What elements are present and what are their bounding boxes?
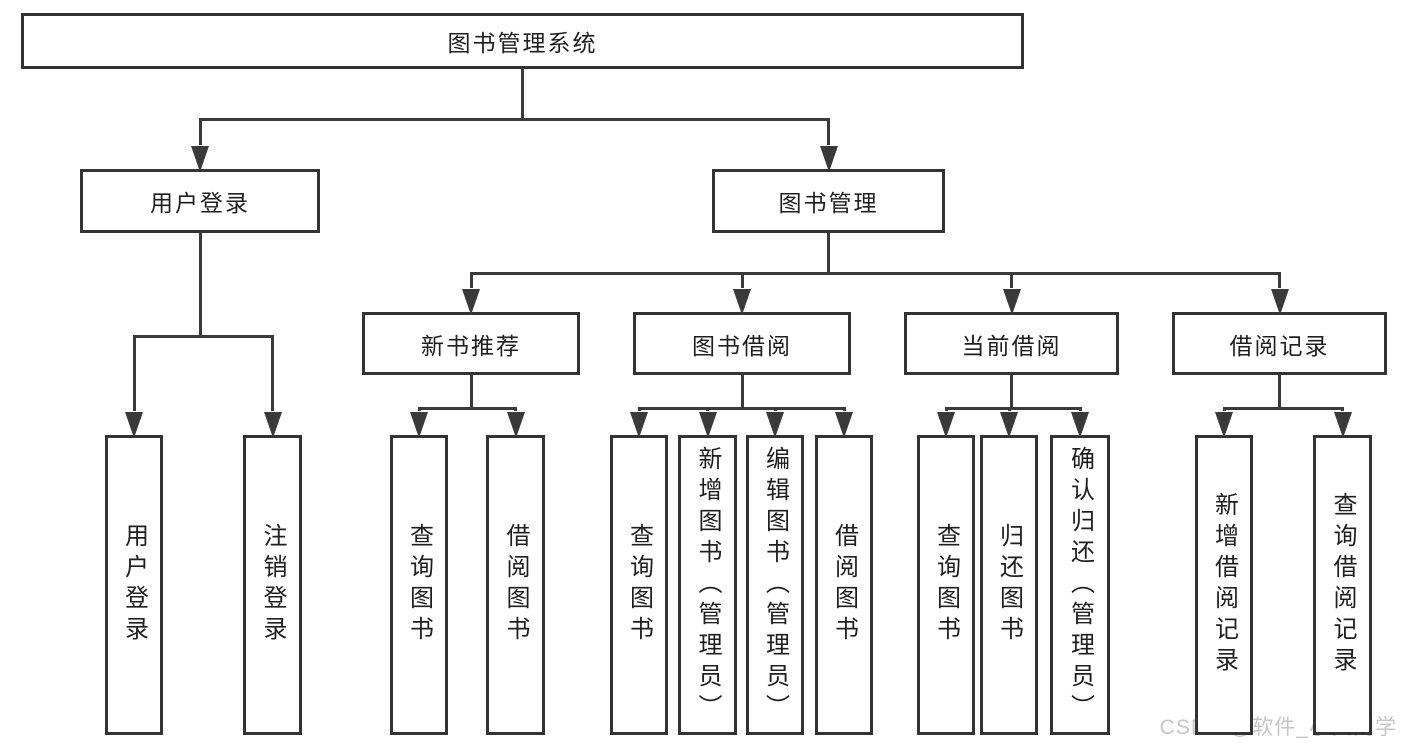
node-label-book-borrow: 图书借阅 bbox=[692, 332, 792, 359]
node-book-mgmt: 图书管理 bbox=[712, 169, 945, 233]
connector-line bbox=[1010, 272, 1013, 288]
connector-line bbox=[271, 335, 274, 411]
arrow-down-icon bbox=[125, 412, 143, 438]
node-label-leaf-logout: 注销登录 bbox=[259, 523, 286, 647]
arrow-down-icon bbox=[1333, 412, 1352, 438]
connector-line bbox=[827, 232, 830, 275]
arrow-down-icon bbox=[835, 412, 853, 438]
node-label-cb-confirm: 确认归还（管理员） bbox=[1066, 445, 1094, 725]
node-bb-add: 新增图书（管理员） bbox=[678, 435, 737, 735]
arrow-down-icon bbox=[937, 412, 955, 438]
node-label-cb-return: 归还图书 bbox=[995, 523, 1023, 647]
node-label-nb-borrow: 借阅图书 bbox=[502, 523, 529, 647]
node-new-book-rec: 新书推荐 bbox=[362, 312, 580, 375]
arrow-down-icon bbox=[1215, 412, 1233, 438]
connector-line bbox=[132, 335, 136, 411]
arrow-down-icon bbox=[630, 412, 648, 438]
connector-line bbox=[198, 118, 830, 121]
node-leaf-user-login: 用户登录 bbox=[105, 435, 163, 735]
node-bb-borrow: 借阅图书 bbox=[815, 435, 873, 735]
connector-line bbox=[773, 407, 777, 411]
arrow-down-icon bbox=[1000, 412, 1018, 438]
connector-line bbox=[417, 407, 421, 411]
node-cb-confirm: 确认归还（管理员） bbox=[1050, 435, 1110, 735]
arrow-down-icon bbox=[410, 412, 428, 438]
node-label-cb-query: 查询图书 bbox=[932, 523, 960, 647]
connector-line bbox=[637, 407, 641, 411]
connector-line bbox=[842, 407, 846, 411]
node-label-leaf-user-login: 用户登录 bbox=[120, 523, 148, 647]
connector-line bbox=[1007, 407, 1011, 411]
node-label-nb-query: 查询图书 bbox=[405, 523, 433, 647]
connector-line bbox=[1010, 374, 1013, 410]
arrow-down-icon bbox=[733, 289, 751, 315]
arrow-down-icon bbox=[1002, 289, 1021, 315]
arrow-down-icon bbox=[191, 146, 209, 172]
connector-line bbox=[132, 335, 274, 338]
node-leaf-logout: 注销登录 bbox=[243, 435, 302, 735]
connector-line bbox=[514, 407, 517, 411]
connector-line bbox=[469, 272, 473, 288]
connector-line bbox=[417, 407, 517, 410]
node-current-borrow: 当前借阅 bbox=[904, 312, 1119, 375]
node-nb-query: 查询图书 bbox=[390, 435, 448, 735]
node-bb-edit: 编辑图书（管理员） bbox=[746, 435, 804, 735]
node-user-login: 用户登录 bbox=[80, 169, 320, 233]
arrow-down-icon bbox=[766, 412, 784, 438]
arrow-down-icon bbox=[263, 412, 282, 438]
node-label-book-mgmt: 图书管理 bbox=[778, 190, 879, 216]
node-label-bb-edit: 编辑图书（管理员） bbox=[761, 445, 789, 725]
node-bb-query: 查询图书 bbox=[610, 435, 668, 735]
connector-line bbox=[706, 407, 709, 411]
arrow-down-icon bbox=[462, 289, 480, 315]
node-label-br-query: 查询借阅记录 bbox=[1329, 492, 1356, 678]
node-borrow-record: 借阅记录 bbox=[1172, 312, 1387, 375]
connector-line bbox=[1278, 374, 1281, 410]
connector-line bbox=[521, 68, 524, 121]
connector-line bbox=[1222, 407, 1226, 411]
node-nb-borrow: 借阅图书 bbox=[486, 435, 545, 735]
arrow-down-icon bbox=[698, 412, 717, 438]
node-cb-return: 归还图书 bbox=[980, 435, 1038, 735]
connector-line bbox=[1341, 407, 1344, 411]
connector-line bbox=[1222, 407, 1344, 410]
connector-line bbox=[827, 118, 830, 145]
node-label-borrow-record: 借阅记录 bbox=[1229, 332, 1330, 359]
node-label-user-login: 用户登录 bbox=[150, 190, 250, 216]
connector-line bbox=[469, 272, 1281, 275]
arrow-down-icon bbox=[506, 412, 525, 438]
arrow-down-icon bbox=[1071, 412, 1089, 438]
node-book-borrow: 图书借阅 bbox=[633, 312, 851, 375]
node-br-add: 新增借阅记录 bbox=[1195, 435, 1253, 735]
node-label-current-borrow: 当前借阅 bbox=[961, 332, 1062, 359]
arrow-down-icon bbox=[1270, 289, 1289, 315]
connector-line bbox=[944, 407, 948, 411]
node-label-bb-borrow: 借阅图书 bbox=[830, 523, 858, 647]
node-label-root: 图书管理系统 bbox=[447, 30, 598, 56]
node-br-query: 查询借阅记录 bbox=[1313, 435, 1372, 735]
connector-line bbox=[944, 407, 1082, 410]
connector-line bbox=[198, 232, 202, 338]
node-label-bb-query: 查询图书 bbox=[625, 523, 653, 647]
connector-line bbox=[198, 118, 202, 145]
connector-line bbox=[1278, 272, 1281, 288]
connector-line bbox=[1078, 407, 1082, 411]
connector-line bbox=[740, 374, 744, 410]
connector-line bbox=[637, 407, 846, 410]
node-label-bb-add: 新增图书（管理员） bbox=[694, 445, 721, 725]
node-root: 图书管理系统 bbox=[21, 13, 1024, 69]
connector-line bbox=[469, 374, 473, 410]
connector-line bbox=[740, 272, 744, 288]
node-label-br-add: 新增借阅记录 bbox=[1210, 492, 1238, 678]
arrow-down-icon bbox=[819, 146, 838, 172]
node-label-new-book-rec: 新书推荐 bbox=[421, 332, 521, 359]
node-cb-query: 查询图书 bbox=[917, 435, 975, 735]
